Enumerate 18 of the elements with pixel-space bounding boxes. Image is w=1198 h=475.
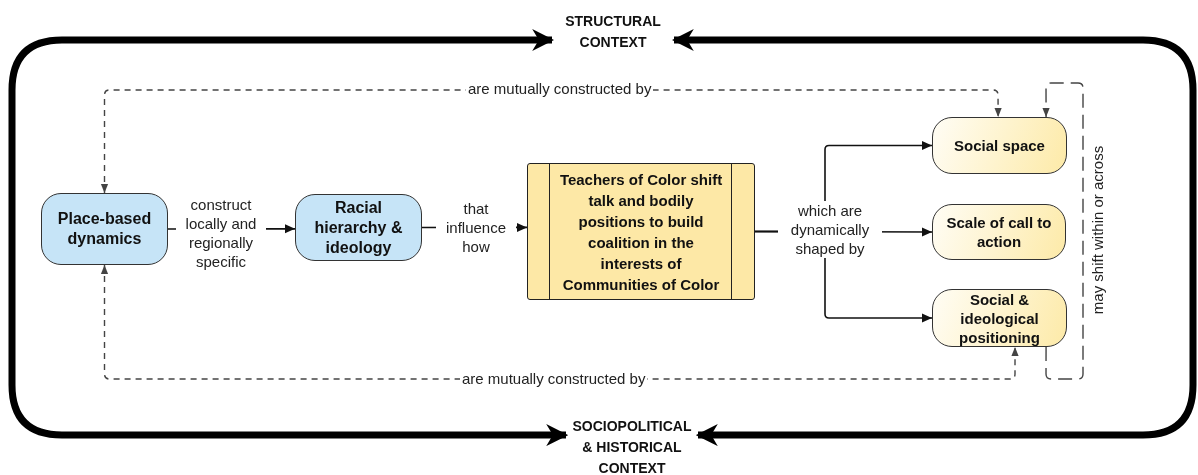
edge-label: which are dynamically shaped by xyxy=(778,201,882,258)
thick-arrow xyxy=(671,29,1197,447)
context-heading: STRUCTURAL CONTEXT xyxy=(564,12,662,52)
outcome-box xyxy=(932,289,1067,347)
node-label: Social & ideological positioning xyxy=(958,289,1041,347)
dashed-arrow xyxy=(1042,82,1084,380)
outcome-box xyxy=(932,117,1067,174)
thick-arrow xyxy=(8,29,569,447)
process-box xyxy=(41,193,168,265)
node-label: Racial hierarchy & ideology xyxy=(313,197,404,258)
node-label: Teachers of Color shift talk and bodily positions to build coalition in the interests of Communities of Color xyxy=(558,169,724,295)
process-box xyxy=(527,163,755,300)
outcome-box xyxy=(932,204,1066,260)
process-box xyxy=(295,194,422,261)
context-heading: SOCIOPOLITICAL & HISTORICAL CONTEXT xyxy=(571,416,693,475)
node-label: Scale of call to action xyxy=(945,213,1053,251)
node-label: Place-based dynamics xyxy=(56,209,153,249)
node-label: Social space xyxy=(954,136,1045,155)
